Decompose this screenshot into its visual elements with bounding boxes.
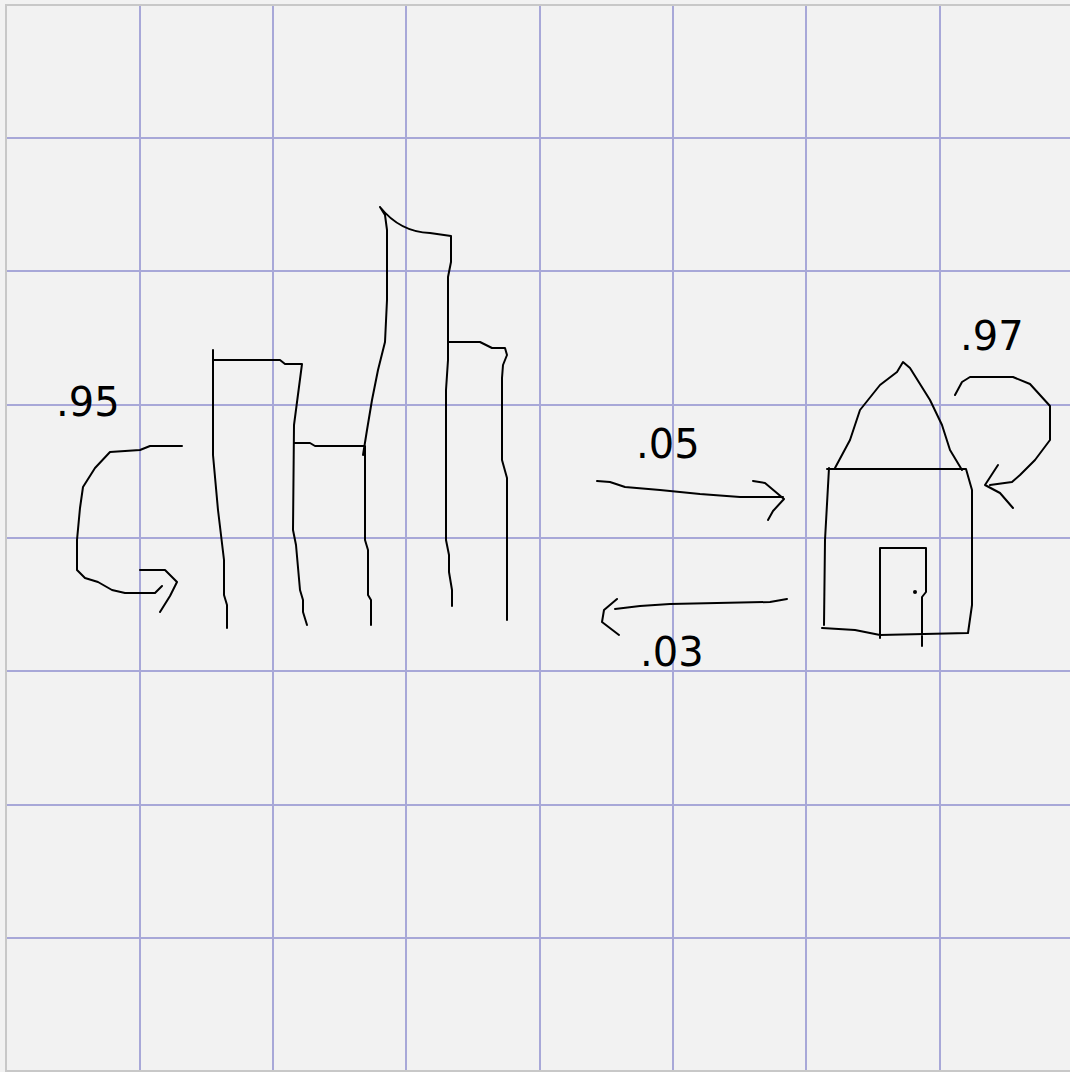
probability-label: .03 [640, 632, 704, 672]
page-border [6, 5, 1070, 1071]
grid [7, 5, 1070, 1070]
probability-label: .95 [56, 382, 120, 422]
house-self-loop [955, 377, 1050, 508]
grid-lines-horizontal [7, 138, 1070, 938]
city-self-loop [77, 446, 182, 612]
house-to-city-arrow [602, 599, 787, 635]
city-skyline [213, 207, 507, 628]
probability-label: .97 [960, 316, 1024, 356]
drawing [77, 207, 1050, 646]
city-to-house-arrow [597, 481, 784, 520]
door-knob [913, 590, 917, 594]
house [822, 362, 972, 646]
probability-label: .05 [636, 424, 700, 464]
